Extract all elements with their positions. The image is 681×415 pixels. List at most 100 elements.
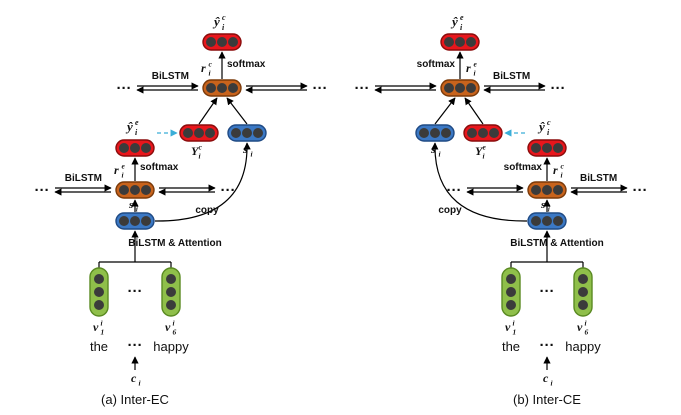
top-output-label-sub: i bbox=[460, 23, 463, 32]
word-dots: ··· bbox=[540, 337, 555, 354]
mid-feature-label-base: Y bbox=[191, 144, 200, 158]
mid-feature-label-base: Y bbox=[475, 144, 484, 158]
low-hidden-vector-node-2 bbox=[141, 185, 151, 195]
copy-curve bbox=[431, 142, 528, 222]
low-hidden-vector-node-0 bbox=[119, 185, 129, 195]
low-hidden-vector-node-1 bbox=[130, 185, 140, 195]
word-vector-happy bbox=[161, 267, 181, 317]
mid-feature-vector-node-0 bbox=[467, 128, 477, 138]
v6-label-sub: 6 bbox=[172, 328, 176, 337]
low-output-vector bbox=[527, 139, 567, 157]
word-vector-the-node-2 bbox=[506, 300, 516, 310]
word-vector-dots: ··· bbox=[128, 283, 143, 300]
v1-label-sub: 1 bbox=[100, 328, 104, 337]
word-vector-the bbox=[501, 267, 521, 317]
low-hidden-vector-node-1 bbox=[542, 185, 552, 195]
word-vector-the-node-0 bbox=[94, 274, 104, 284]
mid-s-arrow bbox=[434, 97, 456, 125]
v1-label-sub: 1 bbox=[512, 328, 516, 337]
top-hidden-vector-node-0 bbox=[444, 83, 454, 93]
top-output-vector-node-0 bbox=[206, 37, 216, 47]
mid-feature-vector-node-1 bbox=[194, 128, 204, 138]
low-output-vector-node-1 bbox=[542, 143, 552, 153]
clause-label-base: c bbox=[131, 371, 137, 385]
low-softmax-label: softmax bbox=[140, 162, 179, 173]
mid-feature-arrow bbox=[198, 97, 218, 125]
copy-label: copy bbox=[195, 205, 219, 216]
mid-feature-label-sup: e bbox=[482, 143, 486, 152]
low-s-label-base: s bbox=[128, 199, 133, 211]
top-hidden-label-sub: i bbox=[208, 69, 211, 78]
top-hidden-vector-node-1 bbox=[217, 83, 227, 93]
low-bilstm-label: BiLSTM bbox=[580, 173, 617, 184]
word-the: the bbox=[90, 339, 108, 354]
word-vector-happy-node-1 bbox=[166, 287, 176, 297]
clause-label-sub: i bbox=[550, 379, 553, 388]
low-dots-left: ··· bbox=[633, 182, 648, 199]
word-vector-happy-node-1 bbox=[578, 287, 588, 297]
word-vector-the-node-1 bbox=[94, 287, 104, 297]
mid-feature-label-sub: i bbox=[198, 152, 201, 161]
top-hidden-vector bbox=[440, 79, 480, 97]
top-output-vector bbox=[202, 33, 242, 51]
mid-s-vector-node-0 bbox=[419, 128, 429, 138]
mid-s-vector-node-1 bbox=[242, 128, 252, 138]
top-hidden-label-base: r bbox=[201, 61, 206, 75]
top-output-label-base: ŷ bbox=[450, 14, 458, 29]
low-output-label-base: ŷ bbox=[125, 119, 133, 134]
low-s-vector bbox=[115, 212, 155, 230]
mid-s-arrow bbox=[226, 97, 248, 125]
low-s-vector-node-0 bbox=[119, 216, 129, 226]
top-output-label-sup: e bbox=[460, 13, 464, 22]
panel-caption: (a) Inter-EC bbox=[101, 392, 169, 407]
top-bilstm-label: BiLSTM bbox=[152, 71, 189, 82]
word-happy: happy bbox=[565, 339, 601, 354]
top-output-vector-node-2 bbox=[466, 37, 476, 47]
mid-s-vector-node-0 bbox=[231, 128, 241, 138]
mid-feature-arrow bbox=[464, 97, 484, 125]
clause-label-base: c bbox=[543, 371, 549, 385]
low-hidden-vector-node-2 bbox=[553, 185, 563, 195]
copy-curve bbox=[154, 142, 251, 222]
v1-label-sup: i bbox=[512, 319, 515, 328]
top-output-vector bbox=[440, 33, 480, 51]
mid-feature-label-sub: i bbox=[482, 152, 485, 161]
low-hidden-label-sup: c bbox=[560, 162, 564, 171]
top-output-label-base: ŷ bbox=[212, 14, 220, 29]
low-bilstm-label: BiLSTM bbox=[65, 173, 102, 184]
word-vector-the-node-1 bbox=[506, 287, 516, 297]
word-vector-happy-node-2 bbox=[166, 300, 176, 310]
top-dots-right: ··· bbox=[355, 80, 370, 97]
top-output-label-sup: c bbox=[222, 13, 226, 22]
mid-s-label-sub: i bbox=[250, 150, 253, 159]
mid-feature-vector-node-2 bbox=[205, 128, 215, 138]
low-s-label-base: s bbox=[540, 199, 545, 211]
top-hidden-vector bbox=[202, 79, 242, 97]
v6-label-sup: i bbox=[584, 319, 587, 328]
low-output-label-sub: i bbox=[547, 128, 550, 137]
low-hidden-vector bbox=[527, 181, 567, 199]
top-hidden-label-base: r bbox=[466, 61, 471, 75]
low-s-vector-node-2 bbox=[141, 216, 151, 226]
low-output-vector-node-0 bbox=[119, 143, 129, 153]
low-s-vector-node-1 bbox=[542, 216, 552, 226]
low-dots-left: ··· bbox=[35, 182, 50, 199]
top-dots-right: ··· bbox=[313, 80, 328, 97]
v1-label-base: v bbox=[505, 320, 511, 334]
word-dots: ··· bbox=[128, 337, 143, 354]
